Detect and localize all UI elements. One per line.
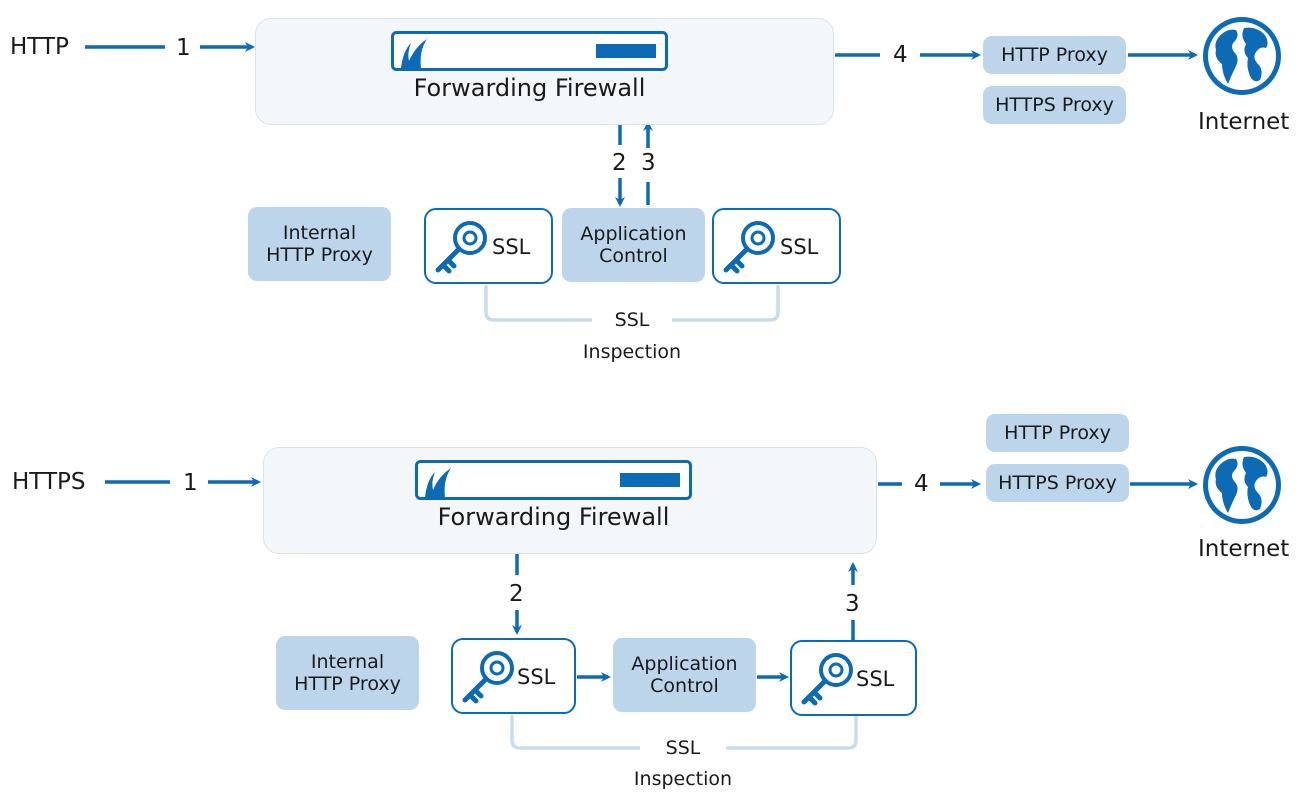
- bottom-ssl-right-label: SSL: [856, 667, 895, 691]
- bottom-inspection-line1: SSL: [665, 737, 701, 759]
- bottom-internal-proxy-line1: Internal: [310, 651, 385, 673]
- bottom-http-proxy: HTTP Proxy: [986, 414, 1129, 452]
- key-icon: [801, 653, 853, 706]
- bottom-application-control: Application Control: [613, 638, 756, 712]
- globe-icon: [1203, 446, 1281, 524]
- bottom-internal-proxy-line2: HTTP Proxy: [294, 673, 401, 695]
- bottom-app-control-line1: Application: [631, 653, 738, 675]
- key-icon: [723, 221, 775, 274]
- top-internal-proxy-line1: Internal: [282, 222, 357, 244]
- bottom-step-2: 2: [509, 581, 524, 607]
- key-icon: [462, 651, 514, 704]
- top-step-4: 4: [893, 42, 908, 68]
- top-application-control: Application Control: [562, 208, 705, 282]
- bottom-inspection-bracket-left: [510, 715, 640, 750]
- top-https-proxy: HTTPS Proxy: [983, 86, 1126, 124]
- top-inspection-line2: Inspection: [582, 341, 682, 363]
- top-step-2: 2: [612, 150, 627, 176]
- bottom-https-proxy: HTTPS Proxy: [986, 464, 1129, 502]
- top-inspection-bracket-right: [672, 285, 780, 322]
- bottom-internet-label: Internet: [1198, 536, 1290, 562]
- bottom-inspection-bracket-right: [726, 715, 858, 750]
- bottom-step-4: 4: [914, 471, 929, 497]
- top-ssl-right-label: SSL: [780, 235, 819, 259]
- bottom-step-3: 3: [845, 591, 860, 617]
- bottom-ssl-left-card: SSL: [451, 638, 576, 714]
- bottom-inspection-line2: Inspection: [633, 768, 733, 790]
- bottom-app-control-line2: Control: [650, 675, 719, 697]
- firewall-device-icon: [391, 31, 668, 71]
- top-ssl-left-label: SSL: [492, 235, 531, 259]
- top-internet-label: Internet: [1198, 109, 1290, 135]
- bottom-ssl-left-label: SSL: [517, 665, 556, 689]
- bottom-step-1: 1: [183, 470, 198, 496]
- bottom-ssl-right-card: SSL: [790, 640, 917, 716]
- firewall-device-icon: [415, 460, 692, 500]
- top-inspection-line1: SSL: [614, 309, 650, 331]
- top-app-control-line1: Application: [580, 223, 687, 245]
- top-ssl-right-card: SSL: [712, 208, 841, 284]
- top-firewall-label: Forwarding Firewall: [413, 74, 646, 102]
- top-ssl-left-card: SSL: [424, 208, 553, 284]
- top-source-label: HTTP: [10, 34, 69, 60]
- top-internal-http-proxy: Internal HTTP Proxy: [248, 207, 391, 281]
- top-internal-proxy-line2: HTTP Proxy: [266, 244, 373, 266]
- top-step-1: 1: [176, 35, 191, 61]
- top-http-proxy: HTTP Proxy: [983, 36, 1126, 74]
- bottom-internal-http-proxy: Internal HTTP Proxy: [276, 636, 419, 710]
- top-app-control-line2: Control: [599, 245, 668, 267]
- top-inspection-bracket-left: [484, 285, 592, 322]
- top-step-3: 3: [641, 150, 656, 176]
- bottom-firewall-label: Forwarding Firewall: [437, 503, 670, 531]
- globe-icon: [1203, 17, 1281, 95]
- bottom-source-label: HTTPS: [12, 469, 86, 495]
- key-icon: [435, 221, 487, 274]
